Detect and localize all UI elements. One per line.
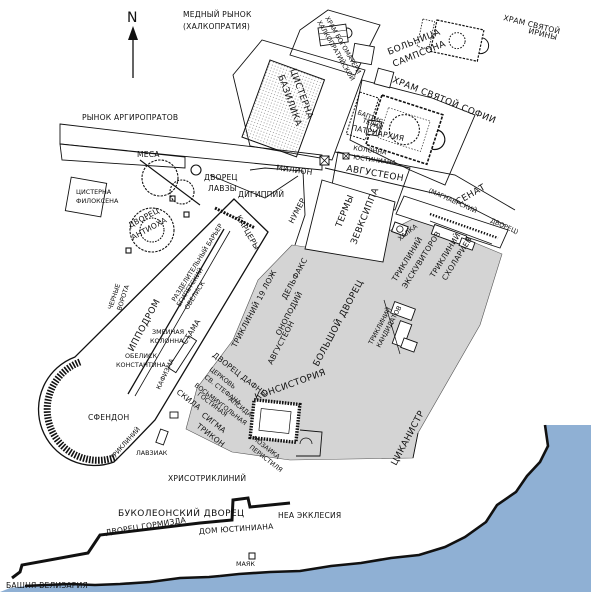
hagia-eirene [416,18,490,62]
label-cistern-philoxenos-2: ФИЛОКСЕНА [76,197,119,205]
lausiakos-box [155,428,169,446]
label-pharos: МАЯК [236,560,255,568]
peristyle-courtyard [248,397,323,457]
sea-marmara [0,425,591,592]
spina [127,228,225,395]
label-argyroprateia: РЫНОК АРГИРОПРАТОВ [82,113,178,122]
theotokos-church [317,23,353,47]
label-sphendone: СФЕНДОН [88,413,129,422]
candidati-complex [383,299,418,355]
kathisma-box [167,335,198,374]
magnaura-columns [429,212,499,245]
senate [395,195,509,249]
label-justinian-col-2: ЮСТИНИАНА [353,153,397,167]
sphendone-arcade [43,358,118,464]
sea-wall-west [24,574,221,588]
justinian-column-x2 [342,152,350,160]
north-arrow: N [127,10,138,78]
pharos-marker [248,552,256,560]
label-lausiakos-2: ЛАВЗИАК [136,449,168,457]
chalke-gate [390,221,409,237]
label-cistern-philoxenos-1: ЦИСТЕРНА [76,188,112,196]
sampson-hospital [373,67,395,89]
label-augusteon-top: АВГУСТЕОН [345,164,404,184]
baptistery-dome [370,124,378,132]
label-hippodrome: ИППОДРОМ [127,298,163,354]
label-serpent-col-2: КОЛОННА [150,337,184,345]
label-carceres: КАРЦЕРЫ [234,214,261,252]
sea-wall-east [219,424,550,578]
milion-x2 [319,155,330,166]
chalkoprateia-building [351,42,375,66]
carceres-line [214,206,256,230]
hippodrome-outline [37,198,269,467]
bucoleon-wall [11,496,291,580]
cistern-philoxenos [64,176,108,218]
label-mese: МЕСА [137,150,160,159]
lausiakos-box-2 [169,411,179,419]
label-bucoleon: БУКОЛЕОНСКИЙ ДВОРЕЦ [118,507,244,519]
label-digippion: ДИГИППИЙ [238,190,284,199]
label-nea-ekklesia: НЕА ЭККЛЕСИЯ [278,511,341,520]
lausus-palace [139,159,202,206]
label-justinian-house: ДОМ ЮСТИНИАНА [199,522,275,536]
hippodrome [37,198,269,467]
label-chrysotriklinos: ХРИСОТРИКЛИНИЙ [168,474,246,483]
label-const-obelisk-2: КОНСТАНТИНА [116,361,166,369]
excubitors-hall [458,237,476,251]
label-lausus-1: ДВОРЕЦ [204,173,238,182]
hagia-sophia [345,91,446,166]
antiochos-palace [125,195,190,254]
label-chalkoprateia-sub: (ХАЛКОПРАТИЯ) [183,22,250,31]
label-serpent-col-1: ЗМЕИНАЯ [152,328,184,336]
label-const-obelisk-1: ОБЕЛИСК [125,352,158,360]
baptistery [365,119,383,137]
cistern-basilica [241,59,326,158]
tzykanisterion-edge [412,432,419,459]
augusteon-square [329,151,411,211]
zeuxippus-baths [304,179,396,263]
label-belisarius: БАШНЯ ВЕЛИЗАРИЯ [6,581,88,590]
roads [59,123,516,246]
hagia-sophia-precinct [349,79,476,186]
label-chalkoprateia: МЕДНЫЙ РЫНОК [183,10,252,19]
label-lausus-2: ЛАВЗЫ [208,184,237,193]
spina-2 [134,230,231,397]
north-label: N [127,10,137,26]
